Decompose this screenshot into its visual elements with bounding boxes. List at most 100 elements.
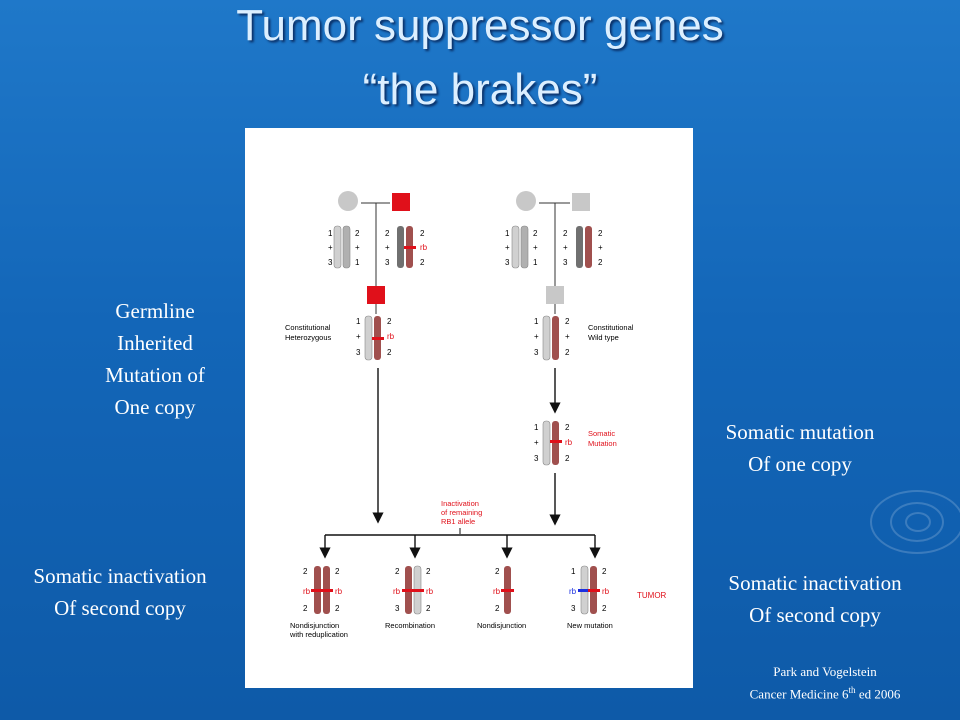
- locus-num: 3: [385, 258, 390, 267]
- outcome-label: New mutation: [567, 621, 613, 630]
- slide-title-line2: “the brakes”: [362, 65, 598, 114]
- chromosome: [511, 225, 520, 269]
- chromosome: [576, 226, 583, 268]
- chromosome: [542, 420, 551, 466]
- locus-num: rb: [493, 587, 501, 596]
- locus-num: 3: [534, 454, 539, 463]
- locus-num: 1: [505, 229, 510, 238]
- ripple-decoration: [870, 490, 960, 554]
- locus-num: rb: [569, 587, 577, 596]
- locus-num: 2: [395, 567, 400, 576]
- locus-num: 2: [563, 229, 568, 238]
- chromosome: [520, 225, 529, 269]
- child-affected: [367, 286, 385, 304]
- somatic-mutation-fig-label: Somatic: [588, 429, 615, 438]
- slide-title-line1: Tumor suppressor genes: [236, 1, 724, 50]
- inactivation-label: RB1 allele: [441, 517, 475, 526]
- locus-num: 2: [495, 604, 500, 613]
- chromosome: [542, 315, 551, 361]
- locus-num: rb: [420, 243, 428, 252]
- locus-num: 2: [385, 229, 390, 238]
- locus-num: 2: [565, 348, 570, 357]
- locus-num: 2: [565, 423, 570, 432]
- constitutional-wt-label: Constitutional: [588, 323, 634, 332]
- chromosome: [585, 226, 592, 268]
- germline-label: Germline Inherited Mutation of One copy: [105, 299, 205, 419]
- somatic-mutation-fig-label: Mutation: [588, 439, 617, 448]
- chromosome: [552, 316, 559, 360]
- locus-num: 2: [420, 229, 425, 238]
- locus-num: 3: [571, 604, 576, 613]
- locus-num: 1: [328, 229, 333, 238]
- ripple-decoration: [905, 512, 931, 532]
- rb-mutation-mark: [550, 440, 562, 443]
- rb-new-mutation-mark: [578, 589, 588, 592]
- chromosome: [333, 225, 342, 269]
- inactivation-label: of remaining: [441, 508, 482, 517]
- locus-num: rb: [393, 587, 401, 596]
- rb-mutation-mark: [372, 337, 384, 340]
- chromosome: [364, 315, 373, 361]
- locus-num: +: [534, 438, 539, 447]
- parent-male-unaffected: [572, 193, 590, 211]
- locus-num: +: [505, 243, 510, 252]
- locus-num: 3: [534, 348, 539, 357]
- constitutional-het-label: Constitutional: [285, 323, 331, 332]
- locus-num: 2: [303, 604, 308, 613]
- locus-num: 1: [534, 317, 539, 326]
- citation-authors: Park and Vogelstein: [773, 664, 877, 679]
- locus-num: 2: [420, 258, 425, 267]
- locus-num: 2: [335, 567, 340, 576]
- inactivation-label: Inactivation: [441, 499, 479, 508]
- locus-num: 2: [426, 604, 431, 613]
- locus-num: +: [563, 243, 568, 252]
- locus-num: rb: [426, 587, 434, 596]
- locus-num: 1: [356, 317, 361, 326]
- locus-num: 1: [533, 258, 538, 267]
- locus-num: 2: [495, 567, 500, 576]
- locus-num: 1: [571, 567, 576, 576]
- locus-num: 2: [355, 229, 360, 238]
- tumor-label: TUMOR: [637, 591, 667, 600]
- locus-num: +: [598, 243, 603, 252]
- locus-num: 2: [565, 454, 570, 463]
- locus-num: rb: [303, 587, 311, 596]
- locus-num: +: [328, 243, 333, 252]
- somatic-mutation-label: Somatic mutation Of one copy: [725, 420, 875, 476]
- locus-num: rb: [602, 587, 610, 596]
- locus-num: 2: [565, 317, 570, 326]
- locus-num: +: [385, 243, 390, 252]
- parent-male-affected: [392, 193, 410, 211]
- locus-num: 2: [602, 567, 607, 576]
- pedigree-diagram: 1 + 3 2 + 1 2 + 3 2 rb 2 1 + 3 2 rb 2 Co…: [285, 191, 667, 639]
- outcome-label: Nondisjunction: [477, 621, 526, 630]
- locus-num: 1: [534, 423, 539, 432]
- outcome-label: Nondisjunction: [290, 621, 339, 630]
- outcome-label: Recombination: [385, 621, 435, 630]
- locus-num: rb: [565, 438, 573, 447]
- locus-num: 3: [356, 348, 361, 357]
- somatic-inactivation-right-label: Somatic inactivation Of second copy: [728, 571, 902, 627]
- locus-num: rb: [387, 332, 395, 341]
- locus-num: 3: [563, 258, 568, 267]
- locus-num: 3: [328, 258, 333, 267]
- citation-source: Cancer Medicine 6th ed 2006: [749, 685, 901, 702]
- outcome-label: with reduplication: [289, 630, 348, 639]
- locus-num: 2: [335, 604, 340, 613]
- locus-num: 2: [303, 567, 308, 576]
- locus-num: 1: [355, 258, 360, 267]
- rb-mutation-mark: [402, 589, 424, 592]
- parent-female-right: [516, 191, 536, 211]
- locus-num: 2: [598, 229, 603, 238]
- locus-num: +: [533, 243, 538, 252]
- locus-num: 2: [602, 604, 607, 613]
- locus-num: +: [355, 243, 360, 252]
- locus-num: +: [565, 332, 570, 341]
- locus-num: 2: [533, 229, 538, 238]
- rb1-pedigree-figure: 1 + 3 2 + 1 2 + 3 2 rb 2 1 + 3 2 rb 2 Co…: [245, 128, 693, 688]
- locus-num: 2: [387, 348, 392, 357]
- locus-num: 2: [387, 317, 392, 326]
- constitutional-het-label: Heterozygous: [285, 333, 332, 342]
- locus-num: 2: [426, 567, 431, 576]
- somatic-inactivation-left-label: Somatic inactivation Of second copy: [33, 564, 207, 620]
